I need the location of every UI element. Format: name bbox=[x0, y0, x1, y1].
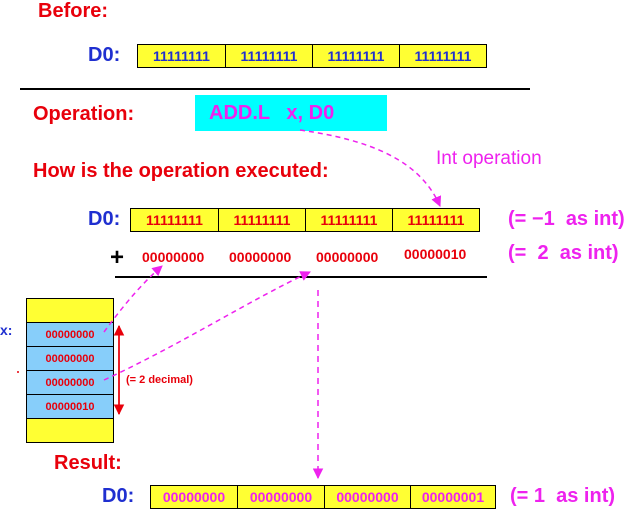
result-title: Result: bbox=[54, 452, 122, 474]
memory-cell: 00000010 bbox=[27, 394, 113, 418]
result-register-byte: 00000000 bbox=[238, 486, 325, 508]
exec-register-value-note: (= −1 as int) bbox=[508, 208, 625, 230]
operand-byte: 00000010 bbox=[404, 246, 467, 262]
memory-value-note: (= 2 decimal) bbox=[126, 374, 193, 386]
result-value-note: (= 1 as int) bbox=[510, 485, 616, 507]
before-register: 11111111 11111111 11111111 11111111 bbox=[137, 44, 487, 68]
result-register: 00000000 00000000 00000000 00000001 bbox=[150, 485, 496, 509]
instruction-to-register-arrow bbox=[299, 129, 442, 207]
operand-byte: 00000000 bbox=[229, 249, 292, 265]
exec-register-byte: 11111111 bbox=[306, 209, 393, 231]
memory-to-operand-arrow bbox=[103, 265, 163, 333]
result-register-byte: 00000000 bbox=[151, 486, 238, 508]
result-register-byte: 00000000 bbox=[325, 486, 411, 508]
memory-padding bbox=[27, 418, 113, 442]
before-register-byte: 11111111 bbox=[400, 45, 486, 67]
memory-cell: 00000000 bbox=[27, 370, 113, 394]
exec-register-byte: 11111111 bbox=[393, 209, 479, 231]
memory-to-operand-arrow bbox=[103, 271, 311, 381]
operation-label: Operation: bbox=[33, 103, 135, 125]
operand-byte: 00000000 bbox=[316, 249, 379, 265]
plus-sign: + bbox=[110, 244, 125, 271]
memory-label: x: bbox=[0, 322, 13, 338]
memory-padding bbox=[27, 299, 113, 322]
instruction-box: ADD.L x, D0 bbox=[195, 95, 387, 131]
before-register-label: D0: bbox=[88, 44, 121, 66]
operand-value-note: (= 2 as int) bbox=[508, 242, 619, 264]
exec-register-byte: 11111111 bbox=[219, 209, 306, 231]
result-register-byte: 00000001 bbox=[411, 486, 495, 508]
int-operation-label: Int operation bbox=[436, 148, 542, 169]
instruction-text: ADD.L x, D0 bbox=[209, 101, 335, 124]
before-register-byte: 11111111 bbox=[138, 45, 226, 67]
exec-register-byte: 11111111 bbox=[131, 209, 219, 231]
before-register-byte: 11111111 bbox=[313, 45, 400, 67]
memory-block: 00000000 00000000 00000000 00000010 bbox=[26, 298, 114, 443]
exec-register: 11111111 11111111 11111111 11111111 bbox=[130, 208, 480, 232]
memory-marker-dot bbox=[17, 371, 19, 373]
operand-byte: 00000000 bbox=[142, 249, 205, 265]
execution-question: How is the operation executed: bbox=[33, 160, 329, 182]
exec-register-label: D0: bbox=[88, 208, 121, 230]
result-register-label: D0: bbox=[102, 485, 135, 507]
memory-cell: 00000000 bbox=[27, 346, 113, 370]
divider-top bbox=[20, 88, 530, 90]
before-title: Before: bbox=[38, 0, 109, 22]
memory-cell: 00000000 bbox=[27, 322, 113, 346]
before-register-byte: 11111111 bbox=[226, 45, 313, 67]
